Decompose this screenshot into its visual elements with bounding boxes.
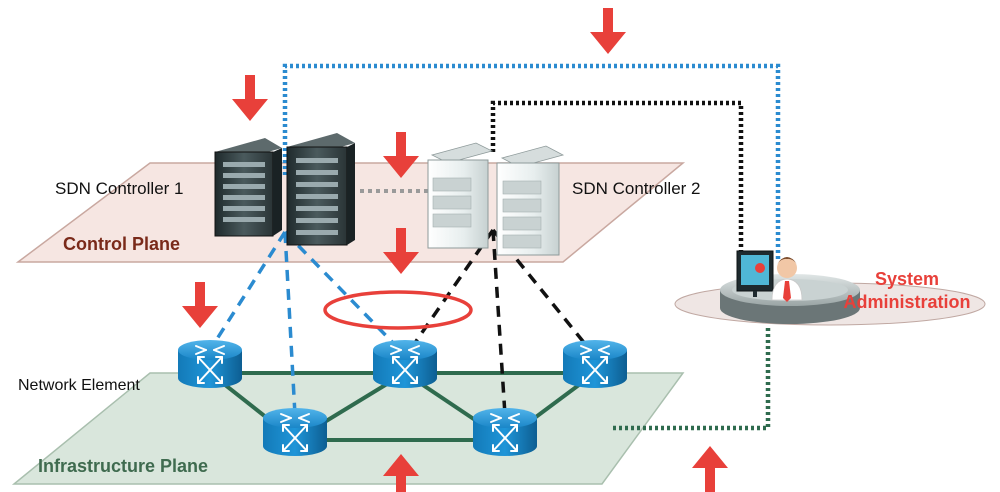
network-element-2 (372, 339, 438, 389)
management-link-blue (282, 63, 781, 262)
label-network-element: Network Element (18, 377, 140, 394)
red-down-arrow-icon (232, 75, 268, 121)
label-infrastructure-plane: Infrastructure Plane (38, 456, 208, 476)
label-sdn-controller-2: SDN Controller 2 (572, 179, 701, 198)
red-up-arrow-icon (692, 446, 728, 492)
server-rack-icon (496, 145, 565, 256)
label-sdn-controller-1: SDN Controller 1 (55, 179, 184, 198)
control-links-controller-1 (208, 230, 402, 416)
administrator-workstation-icon (736, 250, 803, 302)
sdn-controller-2-servers (427, 142, 565, 256)
server-rack-icon (214, 138, 282, 237)
label-administration: Administration (843, 292, 970, 312)
network-element-3 (562, 339, 628, 389)
red-down-arrow-icon (590, 8, 626, 54)
network-element-4 (262, 407, 328, 457)
sdn-controller-1-servers (214, 133, 355, 246)
network-element-1 (177, 339, 243, 389)
management-link-green (610, 328, 771, 431)
network-element-5 (472, 407, 538, 457)
server-rack-icon (286, 133, 355, 246)
server-rack-icon (427, 142, 494, 249)
control-channel-highlight (323, 290, 473, 330)
red-down-arrow-icon (182, 282, 218, 328)
label-control-plane: Control Plane (63, 234, 180, 254)
management-link-black (490, 100, 744, 258)
label-system: System (875, 269, 939, 289)
